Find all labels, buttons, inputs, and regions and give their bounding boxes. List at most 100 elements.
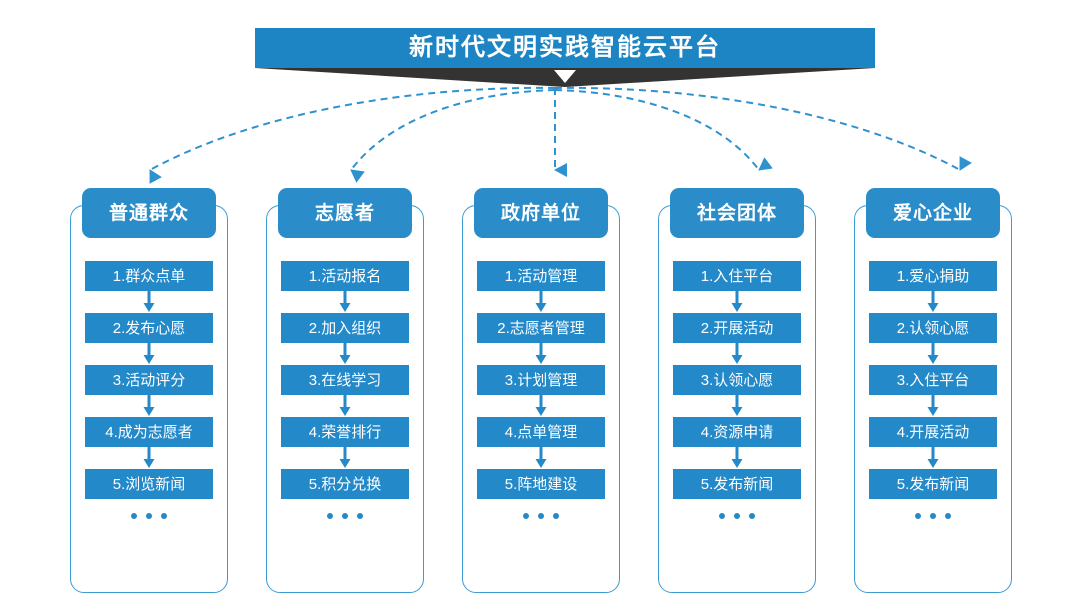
down-arrow-icon (143, 447, 155, 468)
step-box[interactable]: 2.认领心愿 (869, 313, 997, 343)
step-box[interactable]: 4.成为志愿者 (85, 417, 213, 447)
step-box[interactable]: 4.点单管理 (477, 417, 605, 447)
more-items-ellipsis (327, 513, 363, 519)
column-header[interactable]: 志愿者 (278, 188, 412, 238)
step-box[interactable]: 5.阵地建设 (477, 469, 605, 499)
role-column: 1.群众点单 2.发布心愿 3.活动评分 (70, 188, 228, 593)
ellipsis-dot (523, 513, 529, 519)
step-label: 4.荣誉排行 (308, 423, 382, 441)
down-arrow-icon (339, 447, 351, 468)
down-arrow-icon (143, 343, 155, 364)
step-label: 3.活动评分 (112, 371, 186, 389)
step-box[interactable]: 2.开展活动 (673, 313, 801, 343)
step-box[interactable]: 2.加入组织 (281, 313, 409, 343)
down-arrow-icon (927, 447, 939, 468)
step-box[interactable]: 2.志愿者管理 (477, 313, 605, 343)
step-label: 4.点单管理 (504, 423, 578, 441)
step-label: 1.活动管理 (504, 267, 578, 285)
ellipsis-dot (945, 513, 951, 519)
more-items-ellipsis (523, 513, 559, 519)
column-body: 1.入住平台 2.开展活动 3.认领心愿 (658, 205, 816, 593)
down-arrow-icon (535, 395, 547, 416)
ellipsis-dot (719, 513, 725, 519)
banner-shadow (255, 68, 875, 87)
ellipsis-dot (342, 513, 348, 519)
step-label: 4.开展活动 (896, 423, 970, 441)
step-box[interactable]: 3.计划管理 (477, 365, 605, 395)
role-column: 1.活动报名 2.加入组织 3.在线学习 (266, 188, 424, 593)
column-header-label: 社会团体 (696, 202, 777, 224)
down-arrow-icon (339, 343, 351, 364)
step-label: 1.爱心捐助 (896, 267, 970, 285)
ellipsis-dot (930, 513, 936, 519)
down-arrow-icon (731, 395, 743, 416)
step-label: 3.在线学习 (308, 371, 382, 389)
ellipsis-dot (327, 513, 333, 519)
column-header[interactable]: 爱心企业 (866, 188, 1000, 238)
column-body: 1.爱心捐助 2.认领心愿 3.入住平台 (854, 205, 1012, 593)
step-box[interactable]: 5.积分兑换 (281, 469, 409, 499)
page-title: 新时代文明实践智能云平台 (409, 34, 721, 61)
step-label: 1.群众点单 (112, 267, 186, 285)
step-box[interactable]: 5.发布新闻 (673, 469, 801, 499)
ellipsis-dot (553, 513, 559, 519)
more-items-ellipsis (719, 513, 755, 519)
ellipsis-dot (161, 513, 167, 519)
column-header-label: 政府单位 (500, 202, 581, 224)
column-header[interactable]: 普通群众 (82, 188, 216, 238)
platform-title-banner: 新时代文明实践智能云平台 (255, 28, 875, 68)
ellipsis-dot (915, 513, 921, 519)
step-box[interactable]: 1.活动管理 (477, 261, 605, 291)
step-box[interactable]: 5.浏览新闻 (85, 469, 213, 499)
step-box[interactable]: 2.发布心愿 (85, 313, 213, 343)
down-arrow-icon (339, 395, 351, 416)
ellipsis-dot (357, 513, 363, 519)
step-label: 5.浏览新闻 (112, 475, 186, 493)
ellipsis-dot (131, 513, 137, 519)
step-label: 3.入住平台 (896, 371, 970, 389)
column-header[interactable]: 政府单位 (474, 188, 608, 238)
ellipsis-dot (146, 513, 152, 519)
column-header-label: 爱心企业 (892, 202, 973, 224)
role-column: 1.入住平台 2.开展活动 3.认领心愿 (658, 188, 816, 593)
step-box[interactable]: 1.群众点单 (85, 261, 213, 291)
step-label: 2.认领心愿 (896, 319, 970, 337)
more-items-ellipsis (915, 513, 951, 519)
step-box[interactable]: 3.认领心愿 (673, 365, 801, 395)
step-label: 4.成为志愿者 (105, 423, 193, 441)
step-box[interactable]: 3.入住平台 (869, 365, 997, 395)
step-label: 5.发布新闻 (896, 475, 970, 493)
step-label: 1.入住平台 (700, 267, 774, 285)
step-label: 2.加入组织 (308, 319, 382, 337)
ellipsis-dot (749, 513, 755, 519)
step-label: 2.志愿者管理 (497, 319, 585, 337)
down-arrow-icon (927, 395, 939, 416)
down-arrow-icon (339, 291, 351, 312)
column-body: 1.活动报名 2.加入组织 3.在线学习 (266, 205, 424, 593)
role-column: 1.爱心捐助 2.认领心愿 3.入住平台 (854, 188, 1012, 593)
step-box[interactable]: 4.资源申请 (673, 417, 801, 447)
step-box[interactable]: 1.爱心捐助 (869, 261, 997, 291)
step-label: 3.计划管理 (504, 371, 578, 389)
step-box[interactable]: 3.活动评分 (85, 365, 213, 395)
column-header[interactable]: 社会团体 (670, 188, 804, 238)
step-label: 2.开展活动 (700, 319, 774, 337)
down-arrow-icon (927, 291, 939, 312)
step-box[interactable]: 4.开展活动 (869, 417, 997, 447)
step-box[interactable]: 5.发布新闻 (869, 469, 997, 499)
column-header-label: 普通群众 (108, 202, 189, 224)
down-arrow-icon (143, 291, 155, 312)
step-box[interactable]: 1.活动报名 (281, 261, 409, 291)
step-label: 1.活动报名 (308, 267, 382, 285)
step-label: 5.积分兑换 (308, 475, 382, 493)
step-label: 5.发布新闻 (700, 475, 774, 493)
step-box[interactable]: 1.入住平台 (673, 261, 801, 291)
step-label: 4.资源申请 (700, 423, 774, 441)
step-box[interactable]: 4.荣誉排行 (281, 417, 409, 447)
ellipsis-dot (734, 513, 740, 519)
down-arrow-icon (535, 447, 547, 468)
step-box[interactable]: 3.在线学习 (281, 365, 409, 395)
down-arrow-icon (535, 291, 547, 312)
